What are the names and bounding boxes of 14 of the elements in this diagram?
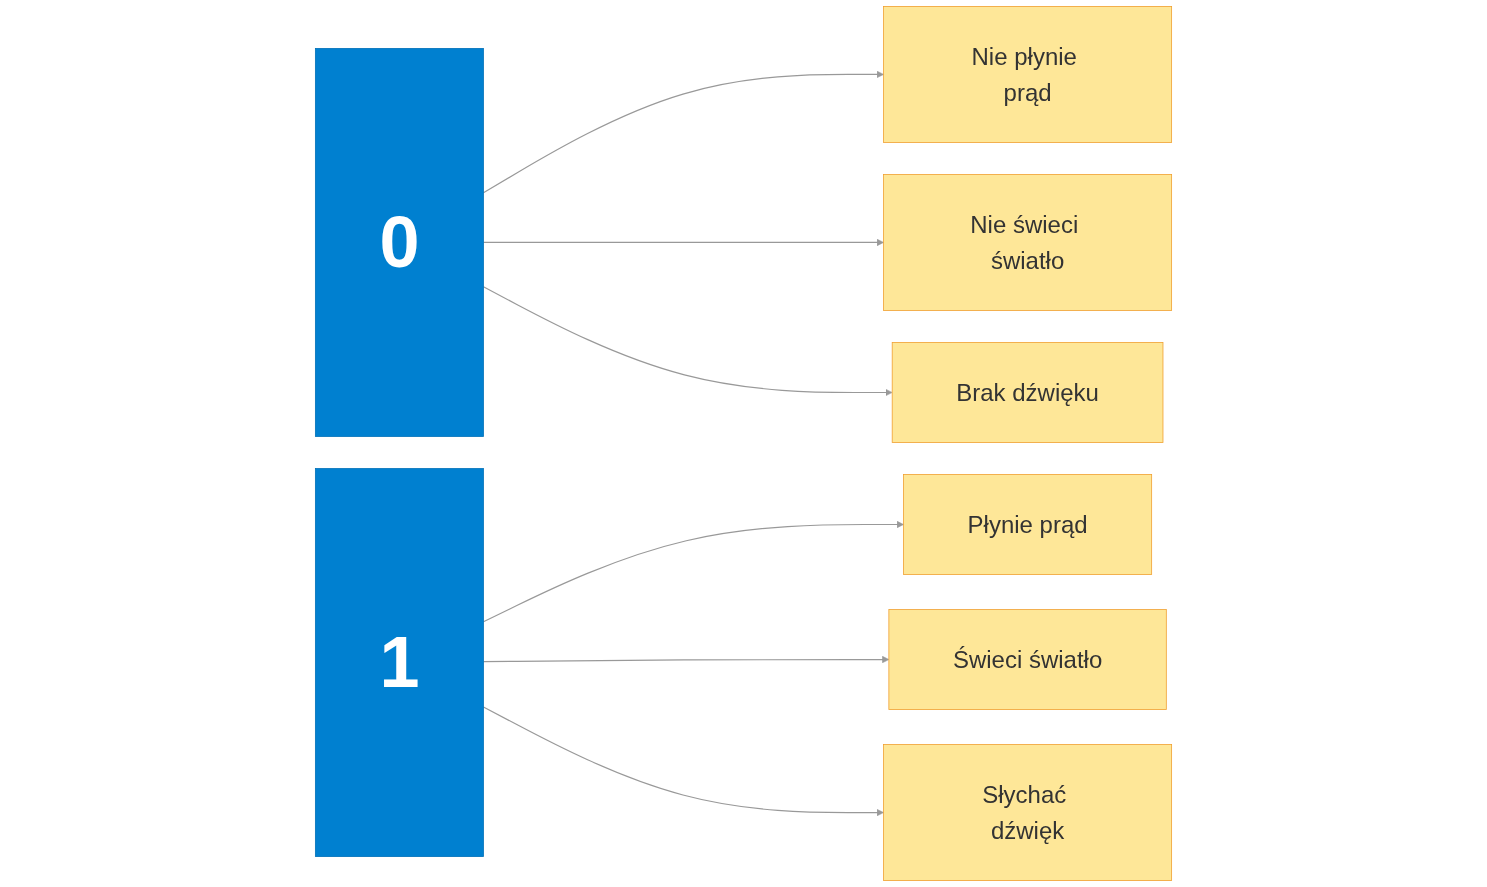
node-box: 1 <box>315 468 484 857</box>
node-box: Nie płynie prąd <box>883 6 1172 143</box>
arrow <box>482 706 884 817</box>
arrow <box>482 70 884 194</box>
arrow <box>482 286 893 396</box>
node-box: Nie świeci światło <box>883 174 1172 311</box>
node-box: Słychać dźwięk <box>883 744 1172 881</box>
arrow <box>482 521 904 623</box>
arrow <box>482 238 884 246</box>
arrow <box>482 656 890 664</box>
node-box: Płynie prąd <box>903 474 1153 575</box>
node-box: Brak dźwięku <box>891 342 1164 443</box>
node-box: 0 <box>315 48 484 437</box>
node-box: Świeci światło <box>888 609 1167 710</box>
